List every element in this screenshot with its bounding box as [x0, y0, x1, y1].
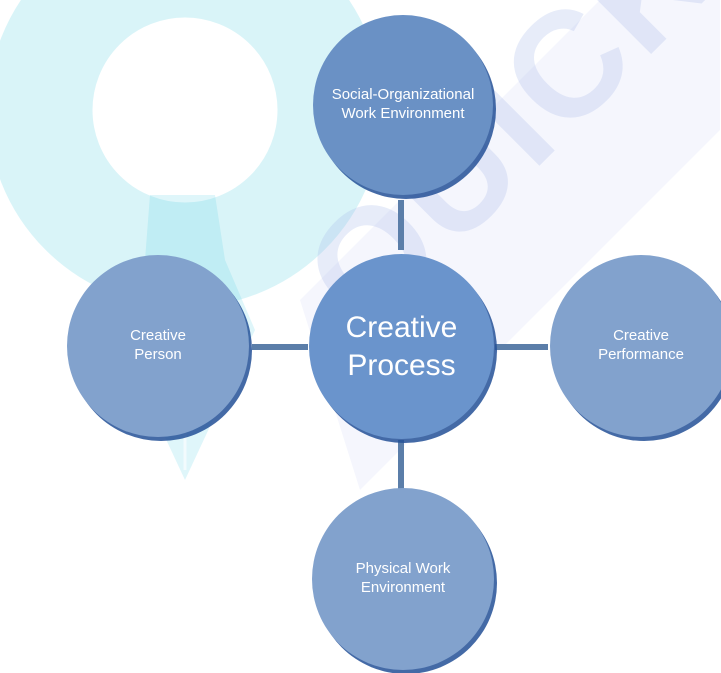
- connector-right: [495, 344, 548, 350]
- connector-bottom: [398, 440, 404, 492]
- connector-top: [398, 200, 404, 250]
- node-right-label: Creative Performance: [598, 327, 684, 363]
- connector-left: [252, 344, 308, 350]
- node-left-label: Creative Person: [130, 327, 186, 363]
- node-creative-person: Creative Person: [67, 255, 249, 437]
- node-creative-performance: Creative Performance: [550, 255, 721, 437]
- node-physical-work-environment: Physical Work Environment: [312, 488, 494, 670]
- node-bottom-label: Physical Work Environment: [355, 560, 451, 596]
- node-creative-process: Creative Process: [309, 254, 494, 439]
- node-top-label: Social-Organizational Work Environment: [331, 86, 475, 122]
- node-center-label: Creative Process: [345, 311, 458, 382]
- node-social-organizational-work-environment: Social-Organizational Work Environment: [313, 15, 493, 195]
